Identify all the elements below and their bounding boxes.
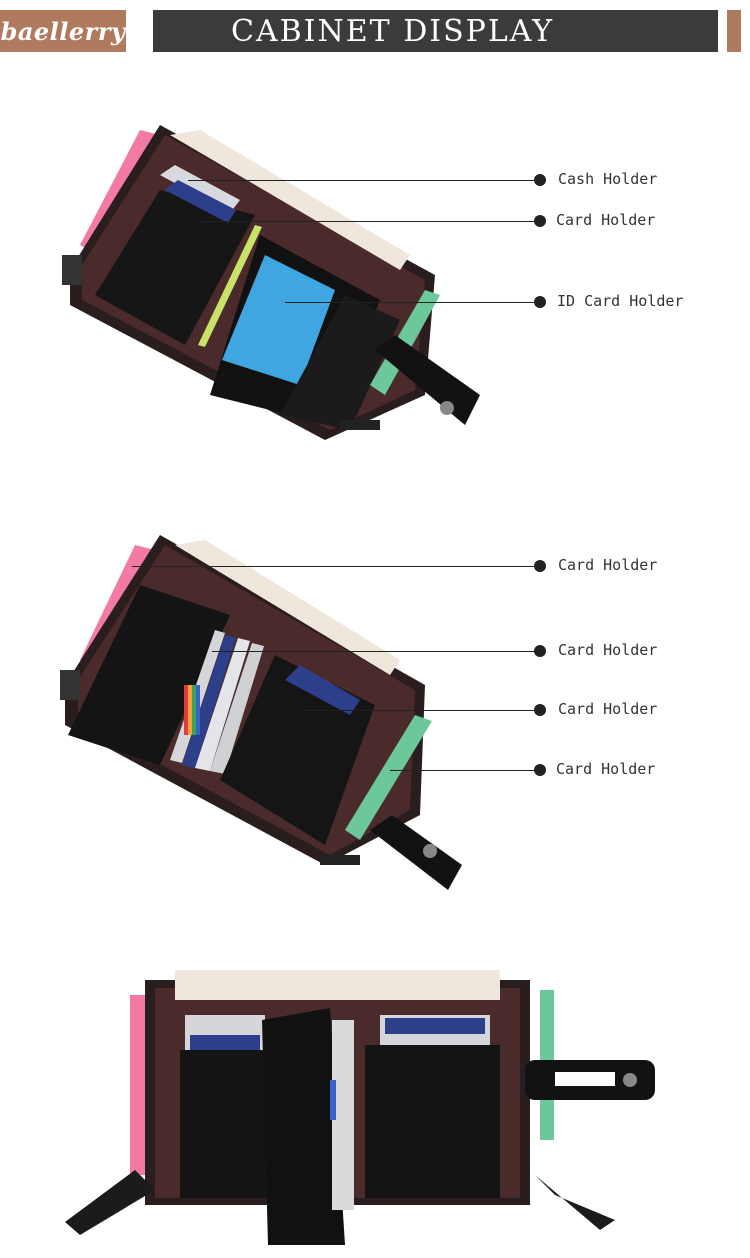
- page-header: baellerry CABINET DISPLAY: [0, 0, 750, 60]
- accent-bar: [727, 10, 741, 52]
- wallet-photo-icon: [62, 125, 480, 440]
- section-title: CABINET DISPLAY: [153, 10, 718, 52]
- wallet-photo-front: [0, 960, 750, 1258]
- brand-logo: baellerry: [0, 10, 126, 52]
- wallet-photo-open-cards: Card Holder Card Holder Card Holder Card…: [0, 525, 750, 895]
- wallet-photo-open-id: Cash Holder Card Holder ID Card Holder: [0, 95, 750, 465]
- wallet-photo-icon: [65, 970, 655, 1245]
- wallet-photo-icon: [60, 535, 462, 890]
